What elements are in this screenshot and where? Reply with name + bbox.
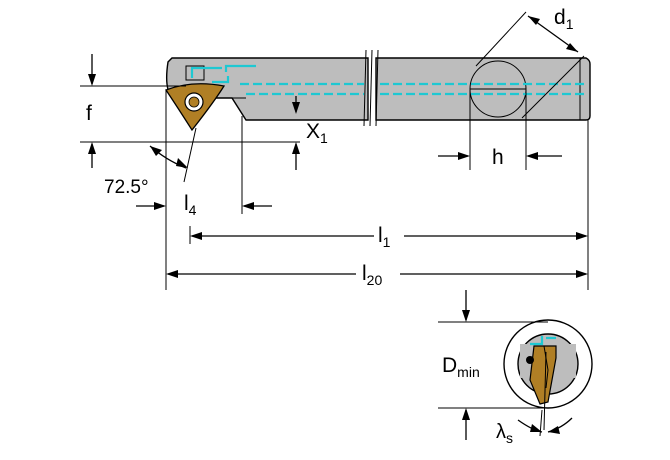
end-view (503, 319, 593, 431)
x1-dimension (292, 96, 300, 170)
coolant-channels (190, 64, 588, 96)
l1-label: l1 (378, 224, 391, 250)
f-label: f (86, 102, 92, 125)
l4-label: l4 (184, 192, 197, 218)
d1-dimension (475, 11, 585, 119)
cutting-insert (165, 83, 226, 132)
angle-dimension (149, 90, 197, 290)
l20-label: l20 (362, 262, 382, 288)
dmin-dimension (438, 290, 548, 440)
h-label: h (492, 146, 504, 169)
tool-body (165, 49, 591, 127)
l4-dimension (136, 116, 272, 214)
h-dimension (438, 90, 562, 170)
l1-dimension (189, 120, 589, 290)
lambda-s-label: λs (496, 421, 513, 446)
l20-dimension (166, 270, 588, 278)
f-dimension (80, 54, 300, 168)
lambda-s-dimension (517, 409, 573, 437)
angle-label: 72.5° (104, 177, 149, 198)
d1-label: d1 (554, 6, 574, 32)
x1-label: X1 (306, 120, 328, 146)
dmin-label: Dmin (442, 354, 480, 380)
